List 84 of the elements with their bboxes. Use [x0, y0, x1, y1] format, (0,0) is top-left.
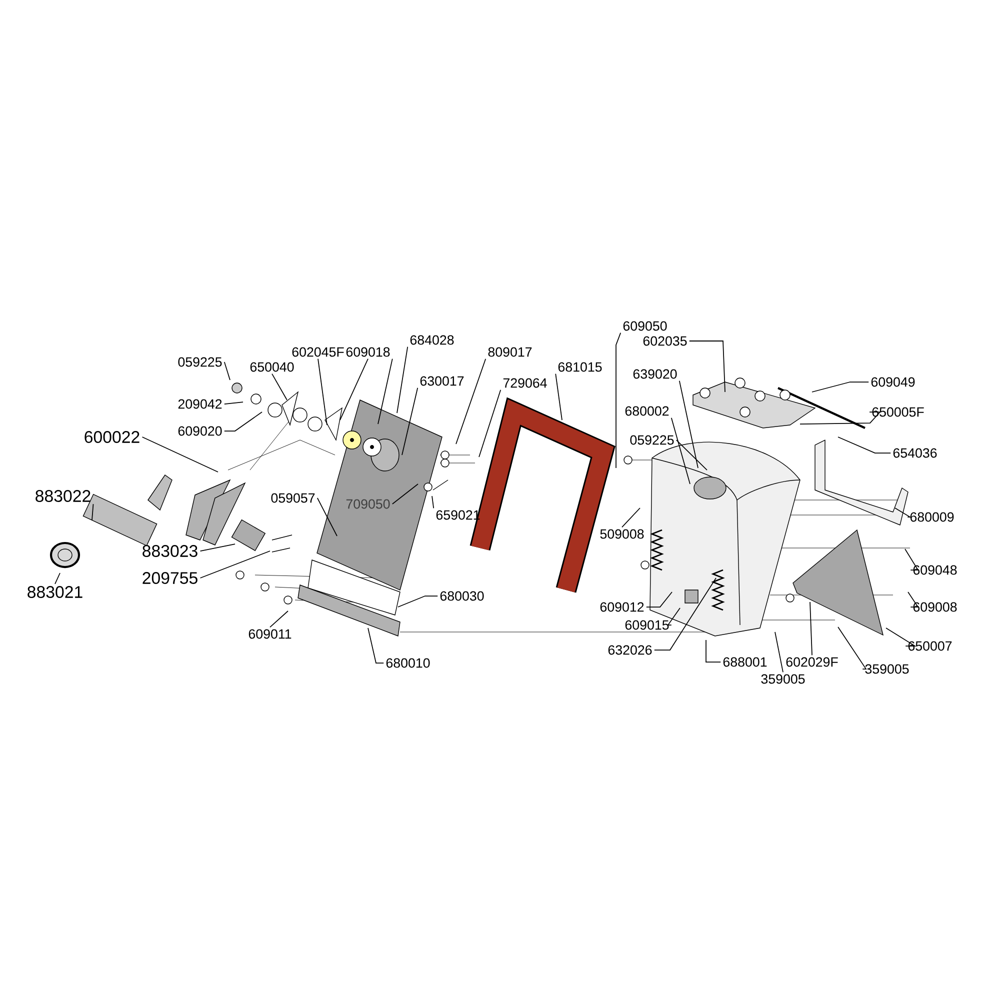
leader-line: [340, 358, 368, 420]
leader-line: [774, 632, 784, 673]
callout-number: 609008: [913, 602, 957, 612]
callout-number: 883023: [142, 545, 198, 557]
leader-line: [667, 608, 680, 626]
callout-number: 509008: [600, 529, 644, 539]
leader-line: [272, 373, 288, 400]
callout-number: 609018: [346, 347, 390, 357]
callout-number: 709050: [346, 499, 390, 509]
leader-line: [478, 389, 502, 458]
callout-number: 883022: [36, 490, 90, 502]
leader-line: [200, 550, 270, 578]
leader-line: [838, 626, 867, 670]
callout-number: 609015: [625, 620, 669, 630]
callout-number: 650007: [908, 641, 952, 651]
leader-line: [894, 508, 912, 518]
callout-number: 639020: [633, 369, 677, 379]
callout-number: 680030: [440, 591, 484, 601]
callout-number: 650040: [250, 362, 294, 372]
leader-line: [688, 340, 726, 392]
leader-line: [654, 578, 716, 650]
leader-line: [670, 417, 690, 484]
callout-number: 680010: [386, 658, 430, 668]
callout-number: 688001: [723, 657, 767, 667]
callout-number: 602035: [643, 336, 687, 346]
callout-number: 632026: [608, 645, 652, 655]
leader-line: [398, 596, 438, 608]
leader-line: [224, 412, 262, 432]
leader-line: [838, 436, 892, 454]
callout-number: 359005: [865, 664, 909, 674]
callout-number: 209042: [178, 399, 222, 409]
leader-line: [142, 436, 218, 472]
leader-line: [800, 412, 881, 424]
callout-number: 630017: [420, 376, 464, 386]
leader-line: [316, 498, 338, 536]
leader-line: [622, 508, 640, 528]
leader-line: [555, 373, 562, 420]
leader-line: [200, 544, 236, 552]
callout-number: 600022: [84, 431, 140, 443]
leader-line: [54, 572, 60, 584]
callout-number: 609012: [600, 602, 644, 612]
leader-line: [676, 440, 708, 470]
callout-number: 680009: [910, 512, 954, 522]
leader-line: [706, 640, 722, 662]
callout-number: 609020: [178, 426, 222, 436]
leader-line: [402, 387, 418, 456]
callout-number: 359005: [761, 674, 805, 684]
leader-line: [886, 628, 917, 646]
leader-line: [810, 602, 812, 656]
callout-number: 059225: [178, 357, 222, 367]
callout-number: 209755: [142, 572, 198, 584]
leader-line: [646, 592, 672, 608]
callout-number: 602045F: [292, 347, 344, 357]
callout-number: 681015: [558, 362, 602, 372]
leader-line: [456, 358, 486, 444]
leader-line: [270, 610, 288, 628]
callout-number: 609048: [913, 565, 957, 575]
callout-number: 684028: [410, 335, 454, 345]
callout-number: 729064: [503, 378, 547, 388]
leader-line: [396, 346, 408, 414]
callout-number: 059225: [630, 435, 674, 445]
callout-number: 602029F: [786, 657, 838, 667]
leader-line: [224, 362, 230, 380]
callout-number: 609049: [871, 377, 915, 387]
leader-line: [616, 332, 622, 468]
leader-line: [812, 382, 870, 392]
leader-line: [318, 358, 328, 426]
callout-number: 654036: [893, 448, 937, 458]
leader-line: [432, 496, 434, 509]
callout-number: 609011: [248, 629, 292, 639]
leader-line: [92, 504, 94, 520]
leader-line: [224, 402, 244, 404]
leader-line: [908, 592, 919, 608]
callout-number: 059057: [271, 493, 315, 503]
callout-number: 883021: [28, 586, 82, 598]
leader-line: [678, 380, 698, 468]
callout-number: 680002: [625, 406, 669, 416]
leader-line: [904, 548, 919, 570]
leader-line: [378, 358, 393, 424]
callout-number: 609050: [623, 321, 667, 331]
leader-line: [392, 484, 418, 504]
callout-number: 650005F: [872, 407, 924, 417]
callout-number: 809017: [488, 347, 532, 357]
leader-line: [368, 628, 384, 664]
